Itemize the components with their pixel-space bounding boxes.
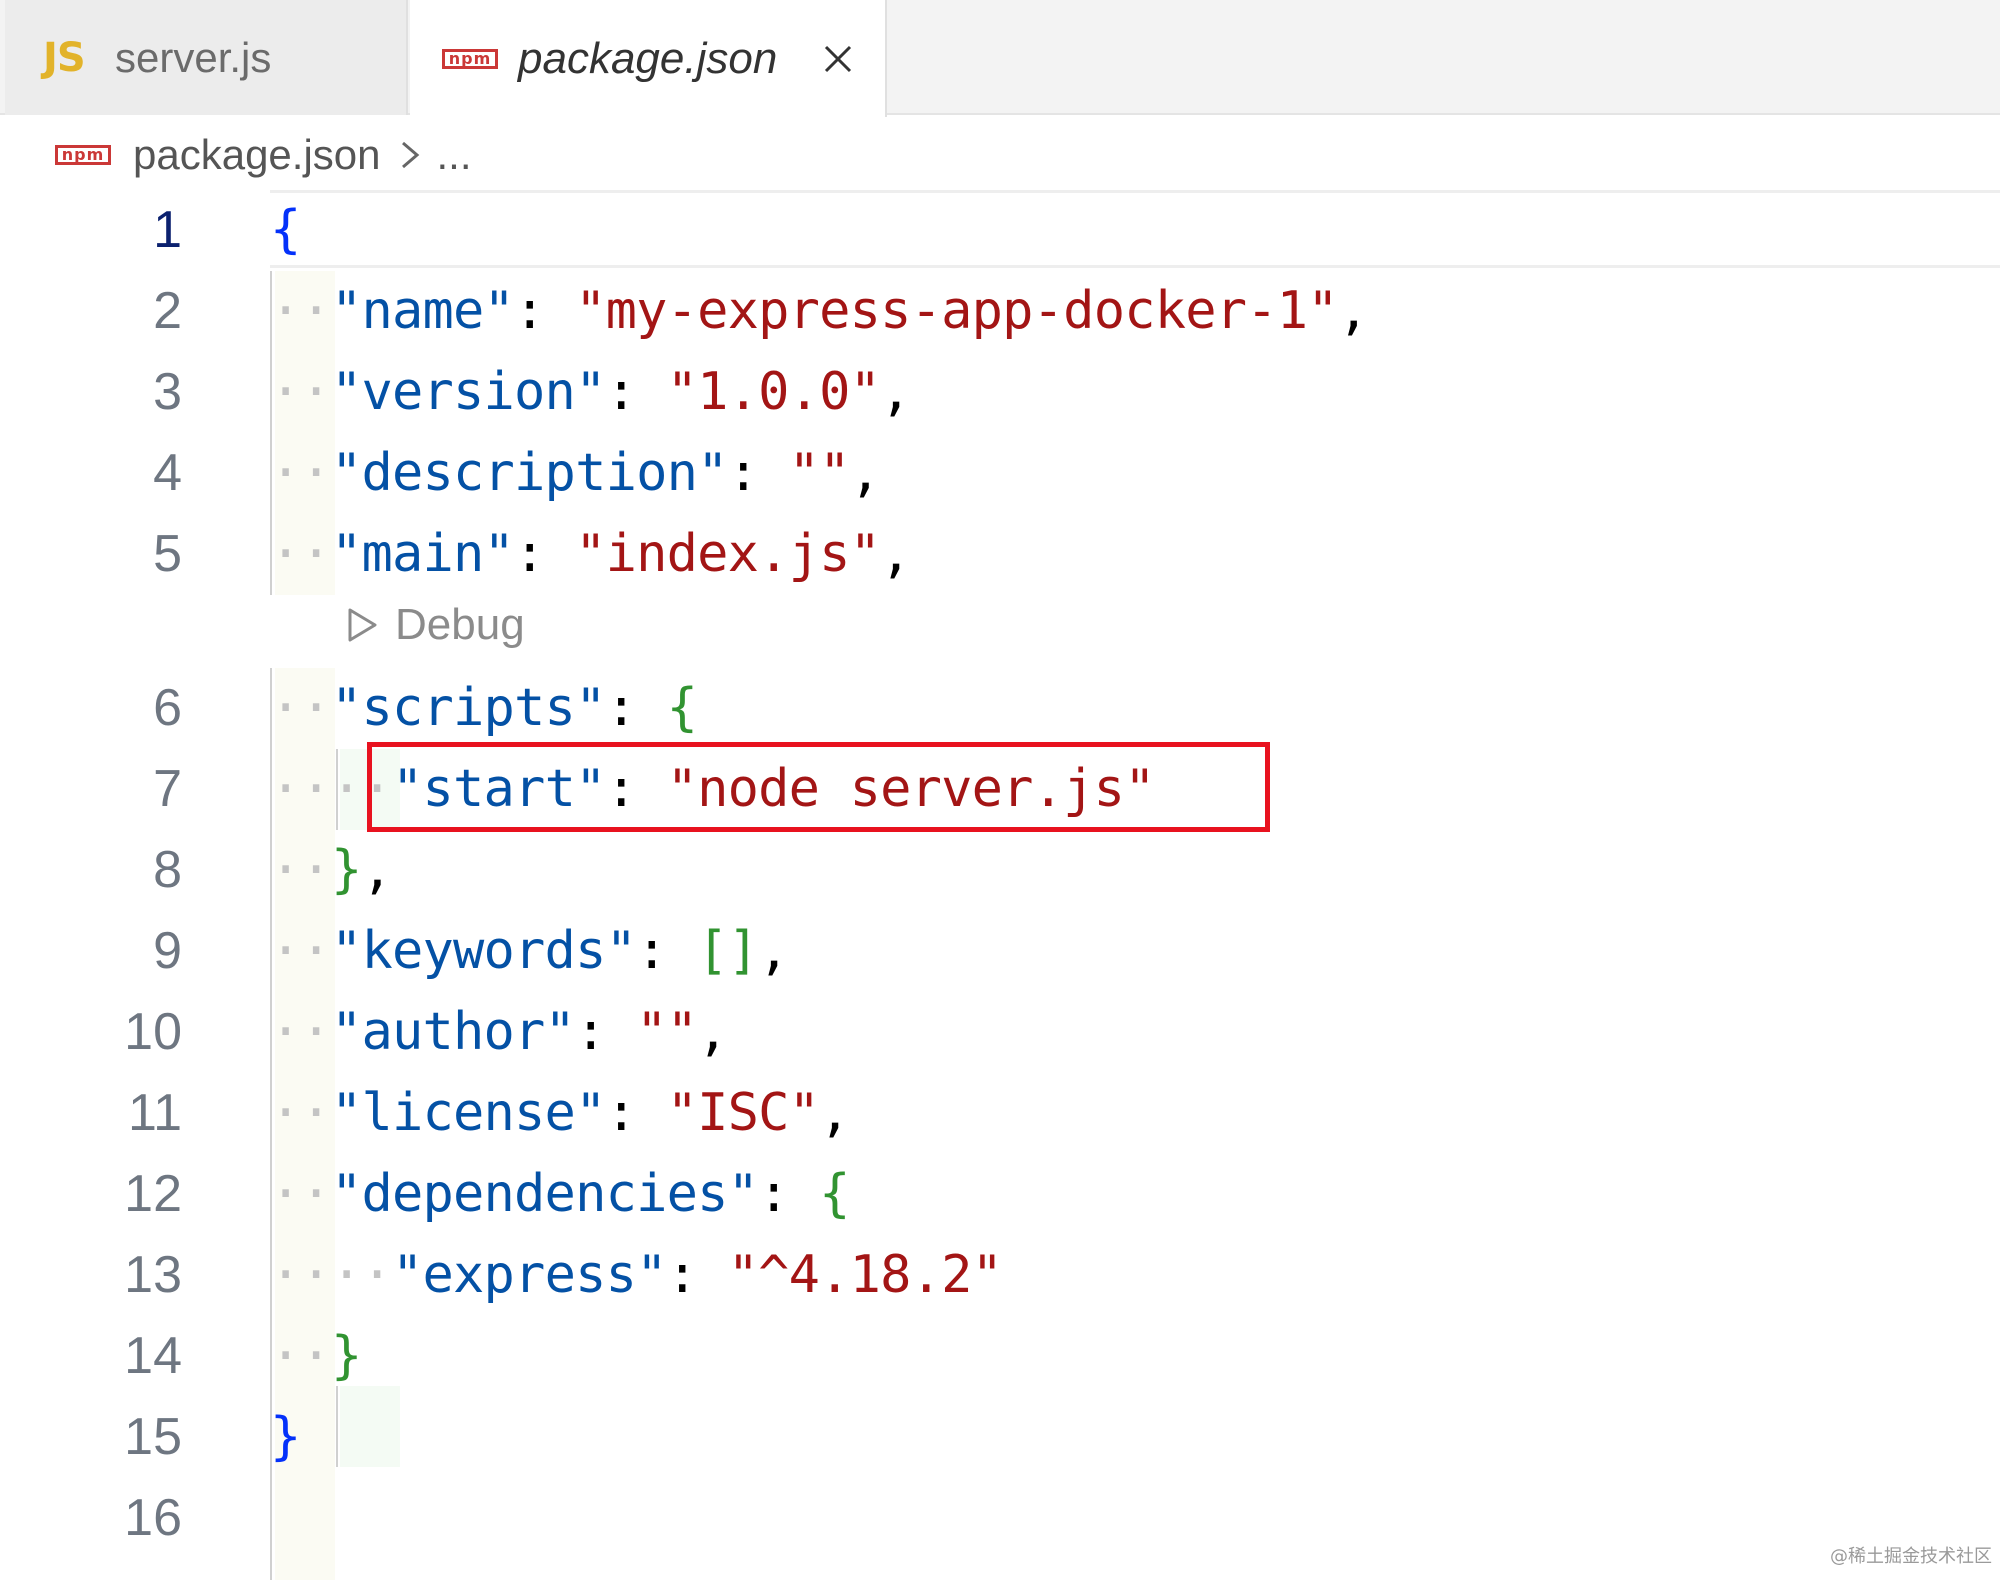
code-text: { (270, 200, 301, 260)
json-key: "keywords" (331, 921, 637, 981)
line-number: 7 (153, 760, 182, 818)
code-text: ··"keywords": [], (270, 921, 789, 981)
json-value: "" (788, 443, 851, 503)
line-number: 1 (153, 201, 182, 259)
watermark: @稀土掘金技术社区 (1830, 1546, 1992, 1567)
line-number: 9 (153, 922, 182, 980)
line-number: 15 (124, 1408, 182, 1466)
json-value: "my-express-app-docker-1" (575, 281, 1338, 341)
tab-label: package.json (518, 33, 778, 83)
editor-tab-bar: JS server.js npm package.json (0, 0, 2000, 117)
indent-region (275, 668, 335, 1580)
json-key: "license" (331, 1083, 606, 1143)
json-value: "ISC" (666, 1083, 820, 1143)
code-text: ··"description": "", (270, 443, 881, 503)
code-text: } (270, 1407, 301, 1467)
json-value: "" (636, 1002, 698, 1062)
code-line: 2 ··"name": "my-express-app-docker-1", (0, 271, 2000, 352)
code-text: ··} (270, 1326, 362, 1386)
line-number: 13 (124, 1246, 182, 1304)
line-number: 12 (124, 1165, 182, 1223)
close-icon[interactable] (820, 41, 856, 77)
line-number: 4 (153, 444, 182, 502)
line-number: 11 (128, 1084, 182, 1142)
code-text: ··}, (270, 840, 393, 900)
line-number: 3 (153, 363, 182, 421)
code-text: ····"start": "node server.js" (270, 759, 1156, 819)
indent-guide (270, 668, 272, 1580)
json-key: "express" (392, 1245, 667, 1305)
annotation-highlight-box (367, 742, 1270, 832)
code-text: ··"dependencies": { (270, 1164, 850, 1224)
code-line: 12 ··"dependencies": { (0, 1154, 2000, 1235)
json-value: [] (697, 921, 759, 981)
npm-icon: npm (442, 48, 498, 69)
json-value: "1.0.0" (666, 362, 881, 422)
code-text: ··"version": "1.0.0", (270, 362, 911, 422)
code-line: 11 ··"license": "ISC", (0, 1073, 2000, 1154)
tab-package-json[interactable]: npm package.json (410, 0, 887, 117)
indent-region (275, 271, 335, 595)
indent-guide (336, 749, 338, 830)
chevron-right-icon (401, 141, 419, 169)
code-text: ····"express": "^4.18.2" (270, 1245, 1003, 1305)
code-editor[interactable]: 1 { 2 ··"name": "my-express-app-docker-1… (0, 190, 2000, 1580)
code-line: 1 { (0, 190, 2000, 271)
line-number: 6 (153, 679, 182, 737)
json-key: "author" (331, 1002, 576, 1062)
code-line: 13 ····"express": "^4.18.2" (0, 1235, 2000, 1316)
breadcrumb-file[interactable]: package.json (133, 131, 381, 178)
debug-label: Debug (395, 600, 525, 649)
json-key: "version" (331, 362, 606, 422)
code-line: 10 ··"author": "", (0, 992, 2000, 1073)
code-text: ··"author": "", (270, 1002, 728, 1062)
tab-server-js[interactable]: JS server.js (5, 0, 408, 115)
indent-guide (336, 1386, 338, 1467)
json-key: "main" (331, 524, 515, 584)
javascript-file-icon: JS (43, 34, 86, 81)
code-text: ··"name": "my-express-app-docker-1", (270, 281, 1369, 341)
indent-region (340, 1386, 400, 1467)
json-key: "scripts" (331, 678, 606, 738)
code-line: 5 ··"main": "index.js", (0, 514, 2000, 595)
code-text: ··"license": "ISC", (270, 1083, 850, 1143)
json-value: "index.js" (575, 524, 881, 584)
json-key: "dependencies" (331, 1164, 759, 1224)
line-number: 10 (124, 1003, 182, 1061)
code-line: 3 ··"version": "1.0.0", (0, 352, 2000, 433)
line-number: 2 (153, 282, 182, 340)
code-line: 4 ··"description": "", (0, 433, 2000, 514)
line-number: 14 (124, 1327, 182, 1385)
debug-codelens[interactable]: Debug (345, 595, 525, 655)
code-line: 15 } (0, 1397, 2000, 1478)
json-key: "name" (331, 281, 515, 341)
code-line: 6 ··"scripts": { (0, 668, 2000, 749)
breadcrumb: npm package.json ... (55, 125, 472, 185)
breadcrumb-more[interactable]: ... (436, 131, 472, 178)
code-line: 16 (0, 1478, 2000, 1559)
line-number: 8 (153, 841, 182, 899)
code-line: 9 ··"keywords": [], (0, 911, 2000, 992)
npm-icon: npm (55, 145, 111, 165)
code-text: ··"main": "index.js", (270, 524, 911, 584)
line-number: 16 (124, 1489, 182, 1547)
code-line: 14 ··} (0, 1316, 2000, 1397)
indent-guide (270, 271, 272, 595)
code-line: 8 ··}, (0, 830, 2000, 911)
line-number: 5 (153, 525, 182, 583)
play-icon (348, 608, 377, 642)
tab-label: server.js (115, 33, 272, 81)
json-key: "start" (392, 759, 606, 819)
json-value: "^4.18.2" (727, 1245, 1003, 1305)
json-key: "description" (331, 443, 728, 503)
current-line-highlight (270, 190, 2000, 268)
json-value: "node server.js" (666, 759, 1156, 819)
code-text: ··"scripts": { (270, 678, 698, 738)
code-line: 7 ····"start": "node server.js" (0, 749, 2000, 830)
